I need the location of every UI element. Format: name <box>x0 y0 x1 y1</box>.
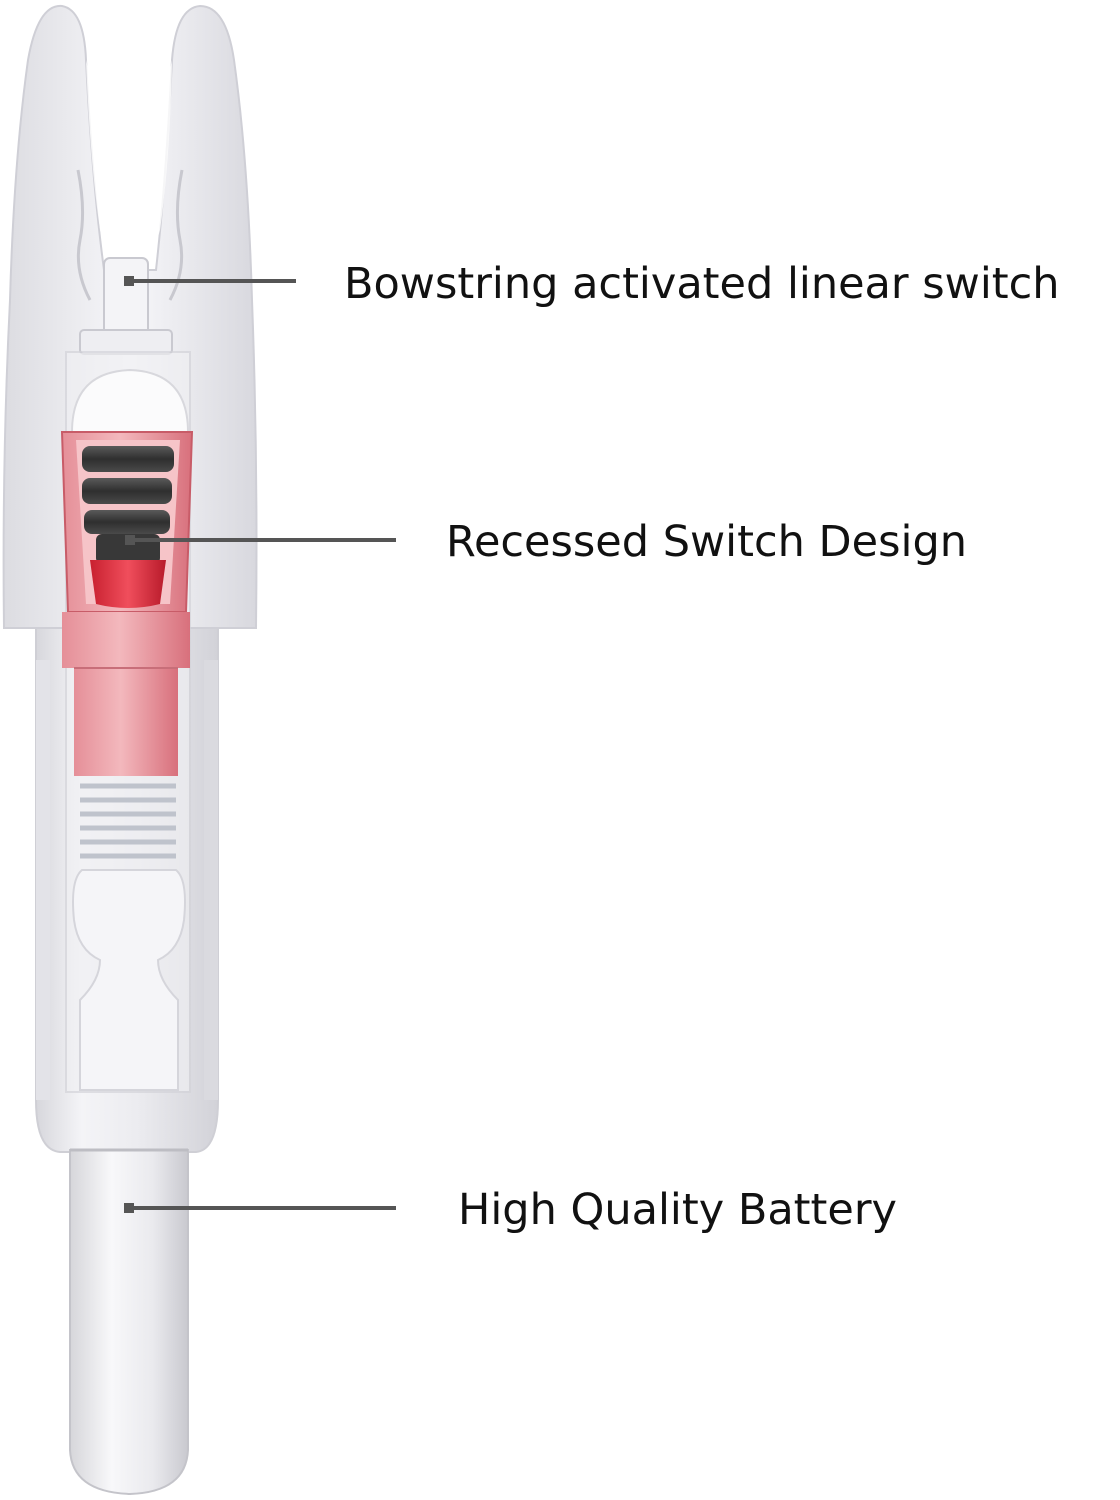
plunger-upper <box>62 612 190 668</box>
contact-ring-1 <box>82 446 174 472</box>
string-groove <box>86 60 172 270</box>
switch-pin <box>103 257 149 339</box>
red-button <box>90 560 166 608</box>
plunger <box>62 612 190 776</box>
led-bulb <box>72 869 186 1091</box>
label-battery: High Quality Battery <box>458 1185 897 1235</box>
leader-battery <box>124 1203 396 1213</box>
label-recessed-switch: Recessed Switch Design <box>446 517 967 567</box>
label-linear-switch: Bowstring activated linear switch <box>344 259 1060 309</box>
dome-cap <box>70 368 190 433</box>
contact-ring-2 <box>82 478 172 504</box>
battery <box>69 1148 189 1496</box>
battery-cell <box>69 1149 189 1496</box>
spring <box>80 783 176 859</box>
switch-collar <box>79 329 173 355</box>
recessed-switch <box>60 431 194 613</box>
leader-switch <box>124 276 296 286</box>
contact-ring-3 <box>84 510 170 534</box>
leader-recess <box>125 535 396 545</box>
shank-ridge-left <box>36 660 50 1100</box>
shank-ridge-right <box>204 660 218 1100</box>
plunger-lower <box>74 668 178 776</box>
linear-switch <box>79 257 173 355</box>
